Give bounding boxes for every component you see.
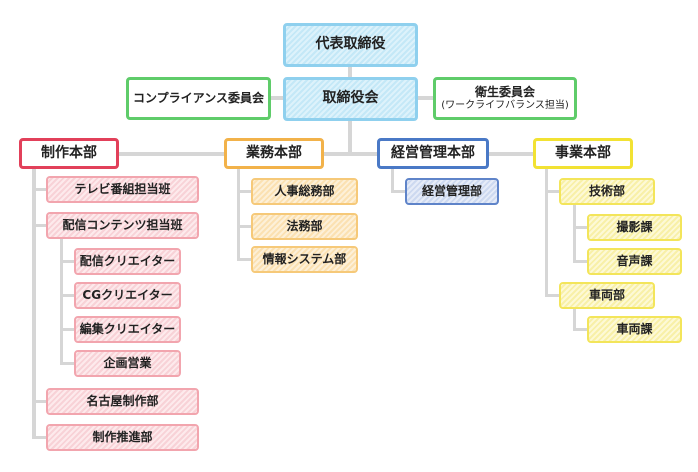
planning-sales-label: 企画営業 bbox=[103, 356, 152, 370]
vehicle-section-box: 車両課 bbox=[587, 316, 682, 343]
connector-tech-trunk bbox=[573, 205, 576, 263]
connector-streaming-creator bbox=[60, 260, 76, 263]
health-committee-box: 衛生委員会 (ワークライフバランス担当) bbox=[433, 77, 577, 120]
health-committee-label: 衛生委員会 bbox=[474, 84, 535, 99]
connector-production-nagoya bbox=[32, 400, 48, 403]
hr-dept-label: 人事総務部 bbox=[274, 184, 335, 198]
connector-board-trunk bbox=[348, 121, 352, 154]
ceo-box: 代表取締役 bbox=[283, 23, 418, 67]
connector-edit-creator bbox=[60, 328, 76, 331]
business-division-label: 事業本部 bbox=[555, 144, 611, 161]
connector-operations-hr bbox=[237, 190, 253, 193]
health-committee-sublabel: (ワークライフバランス担当) bbox=[441, 99, 569, 111]
it-dept-label: 情報システム部 bbox=[262, 252, 347, 266]
streaming-team-label: 配信コンテンツ担当班 bbox=[62, 218, 183, 232]
production-division-box: 制作本部 bbox=[19, 138, 119, 169]
operations-division-label: 業務本部 bbox=[246, 144, 302, 161]
connector-division-bar bbox=[118, 152, 533, 156]
tech-dept-box: 技術部 bbox=[559, 178, 655, 205]
vehicle-section-label: 車両課 bbox=[616, 322, 653, 336]
production-promotion-box: 制作推進部 bbox=[46, 424, 199, 451]
production-promotion-label: 制作推進部 bbox=[92, 430, 153, 444]
streaming-team-box: 配信コンテンツ担当班 bbox=[46, 212, 199, 239]
connector-operations-trunk bbox=[237, 168, 240, 261]
connector-tech-audio bbox=[573, 260, 589, 263]
cg-creator-box: CGクリエイター bbox=[74, 282, 181, 309]
connector-operations-it bbox=[237, 258, 253, 261]
connector-operations-legal bbox=[237, 225, 253, 228]
it-dept-box: 情報システム部 bbox=[251, 246, 358, 273]
legal-dept-label: 法務部 bbox=[286, 219, 323, 233]
management-dept-label: 経営管理部 bbox=[421, 184, 482, 198]
management-division-label: 経営管理本部 bbox=[391, 144, 475, 161]
cg-creator-label: CGクリエイター bbox=[82, 288, 173, 302]
connector-cg-creator bbox=[60, 294, 76, 297]
connector-business-trunk bbox=[545, 168, 548, 297]
connector-vehicle-section bbox=[573, 328, 589, 331]
audio-section-label: 音声課 bbox=[616, 254, 653, 268]
operations-division-box: 業務本部 bbox=[224, 138, 324, 169]
connector-tech-filming bbox=[573, 226, 589, 229]
streaming-creator-box: 配信クリエイター bbox=[74, 248, 181, 275]
planning-sales-box: 企画営業 bbox=[74, 350, 181, 377]
connector-vehicle-trunk bbox=[573, 308, 576, 331]
vehicle-dept-label: 車両部 bbox=[588, 288, 625, 302]
connector-production-streaming bbox=[32, 224, 48, 227]
production-division-label: 制作本部 bbox=[41, 144, 97, 161]
edit-creator-box: 編集クリエイター bbox=[74, 316, 181, 343]
connector-business-tech bbox=[545, 190, 561, 193]
connector-production-promotion bbox=[32, 436, 48, 439]
connector-planning-sales bbox=[60, 362, 76, 365]
connector-production-trunk bbox=[32, 168, 36, 438]
management-division-box: 経営管理本部 bbox=[377, 138, 489, 169]
connector-management-dept bbox=[391, 190, 407, 193]
vehicle-dept-box: 車両部 bbox=[559, 282, 655, 309]
tv-team-label: テレビ番組担当班 bbox=[74, 182, 171, 196]
audio-section-box: 音声課 bbox=[587, 248, 682, 275]
tech-dept-label: 技術部 bbox=[588, 184, 625, 198]
connector-streaming-trunk bbox=[60, 238, 63, 365]
nagoya-production-label: 名古屋制作部 bbox=[86, 394, 159, 408]
business-division-box: 事業本部 bbox=[533, 138, 633, 169]
tv-team-box: テレビ番組担当班 bbox=[46, 176, 199, 203]
board-box: 取締役会 bbox=[283, 77, 418, 121]
hr-dept-box: 人事総務部 bbox=[251, 178, 358, 205]
ceo-label: 代表取締役 bbox=[315, 36, 386, 53]
legal-dept-box: 法務部 bbox=[251, 213, 358, 240]
compliance-committee-label: コンプライアンス委員会 bbox=[133, 91, 264, 105]
connector-business-vehicle bbox=[545, 294, 561, 297]
connector-production-tv bbox=[32, 188, 48, 191]
connector-management-trunk bbox=[391, 168, 394, 193]
edit-creator-label: 編集クリエイター bbox=[79, 322, 176, 336]
streaming-creator-label: 配信クリエイター bbox=[79, 254, 176, 268]
filming-section-box: 撮影課 bbox=[587, 214, 682, 241]
filming-section-label: 撮影課 bbox=[616, 220, 653, 234]
nagoya-production-box: 名古屋制作部 bbox=[46, 388, 199, 415]
board-label: 取締役会 bbox=[322, 90, 379, 107]
management-dept-box: 経営管理部 bbox=[405, 178, 499, 205]
compliance-committee-box: コンプライアンス委員会 bbox=[126, 77, 271, 120]
connector-ceo-board bbox=[348, 66, 352, 78]
